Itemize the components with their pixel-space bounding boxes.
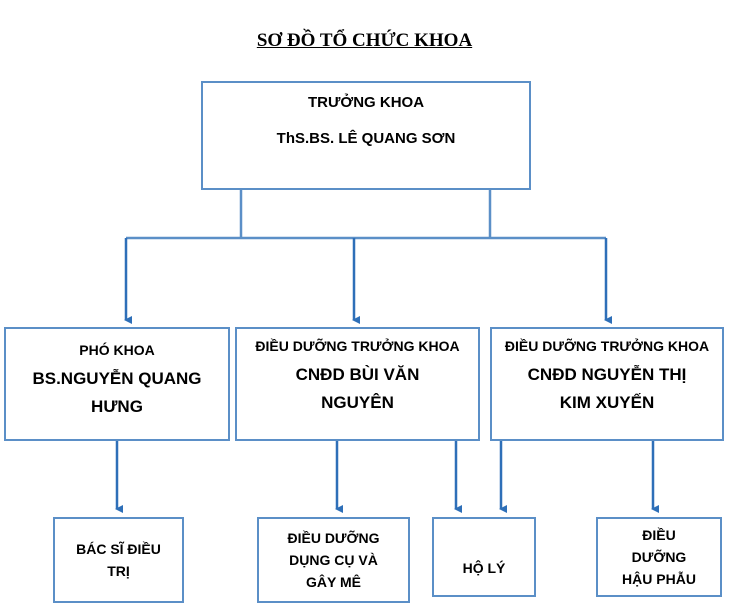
mid-role: PHÓ KHOA (79, 342, 155, 358)
leaf-dd-dung-cu: ĐIỀU DƯỠNG DỤNG CỤ VÀ GÂY MÊ (257, 517, 410, 603)
leaf-label: ĐIỀU DƯỠNG DỤNG CỤ VÀ GÂY MÊ (287, 530, 380, 590)
leaf-label: HỘ LÝ (462, 560, 506, 576)
leaf-label: ĐIỀU DƯỠNG HẬU PHẪU (622, 527, 696, 587)
leaf-bac-si-dieu-tri: BÁC SĨ ĐIỀU TRỊ (53, 517, 184, 603)
head-name: ThS.BS. LÊ QUANG SƠN (276, 130, 456, 147)
mid-box-pho-khoa: PHÓ KHOA BS.NGUYỄN QUANG HƯNG (4, 327, 230, 441)
mid-box-dd-truong-1: ĐIỀU DƯỠNG TRƯỞNG KHOA CNĐD BÙI VĂN NGUY… (235, 327, 480, 441)
diagram-title: SƠ ĐỒ TỔ CHỨC KHOA (256, 30, 473, 51)
mid-role: ĐIỀU DƯỠNG TRƯỞNG KHOA (255, 338, 460, 354)
head-box: TRƯỞNG KHOA ThS.BS. LÊ QUANG SƠN (201, 81, 531, 190)
mid-name: BS.NGUYỄN QUANG HƯNG (32, 369, 202, 416)
mid-box-dd-truong-2: ĐIỀU DƯỠNG TRƯỞNG KHOA CNĐD NGUYỄN THỊ K… (490, 327, 724, 441)
leaf-ho-ly: HỘ LÝ (432, 517, 536, 597)
leaf-dd-hau-phau: ĐIỀU DƯỠNG HẬU PHẪU (596, 517, 722, 597)
leaf-label: BÁC SĨ ĐIỀU TRỊ (76, 541, 161, 579)
mid-name: CNĐD NGUYỄN THỊ KIM XUYẾN (527, 365, 687, 412)
head-role: TRƯỞNG KHOA (307, 94, 425, 111)
mid-role: ĐIỀU DƯỠNG TRƯỞNG KHOA (504, 338, 710, 354)
mid-name: CNĐD BÙI VĂN NGUYÊN (295, 365, 420, 412)
